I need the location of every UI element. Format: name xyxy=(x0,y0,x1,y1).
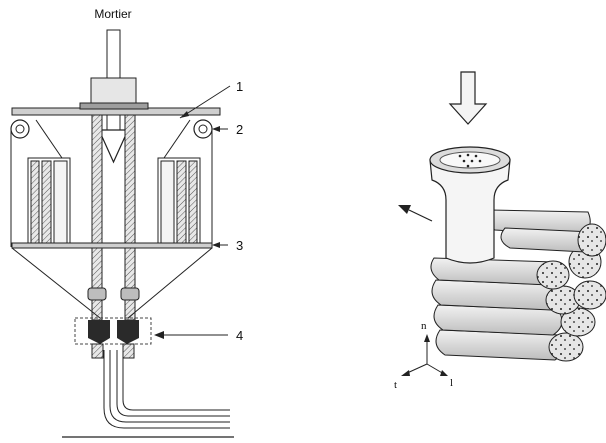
callout-3: 3 xyxy=(236,238,243,253)
coil-left xyxy=(27,157,71,247)
nozzle xyxy=(74,317,152,359)
top-plate xyxy=(11,102,221,116)
axis-t: t xyxy=(394,379,397,391)
coil-right xyxy=(157,157,201,247)
direction-arrow xyxy=(398,205,433,222)
input-label: Mortier xyxy=(94,7,131,21)
printed-layers-diagram: n t l xyxy=(394,71,606,391)
printhead-diagram: Mortier xyxy=(10,7,243,438)
down-arrow xyxy=(448,71,488,125)
coupling xyxy=(87,287,140,301)
axis-triad: n t l xyxy=(394,320,453,391)
pulley-left xyxy=(10,119,30,139)
callout-1: 1 xyxy=(236,79,243,94)
printing-nozzle xyxy=(429,146,511,264)
pulley-right xyxy=(193,119,213,139)
lower-plate xyxy=(11,242,213,249)
filament-stack xyxy=(430,209,606,362)
axis-n: n xyxy=(421,320,427,332)
callout-4: 4 xyxy=(236,328,243,343)
callout-2: 2 xyxy=(236,122,243,137)
outlet-pipes xyxy=(62,350,234,438)
axis-l: l xyxy=(450,377,453,389)
